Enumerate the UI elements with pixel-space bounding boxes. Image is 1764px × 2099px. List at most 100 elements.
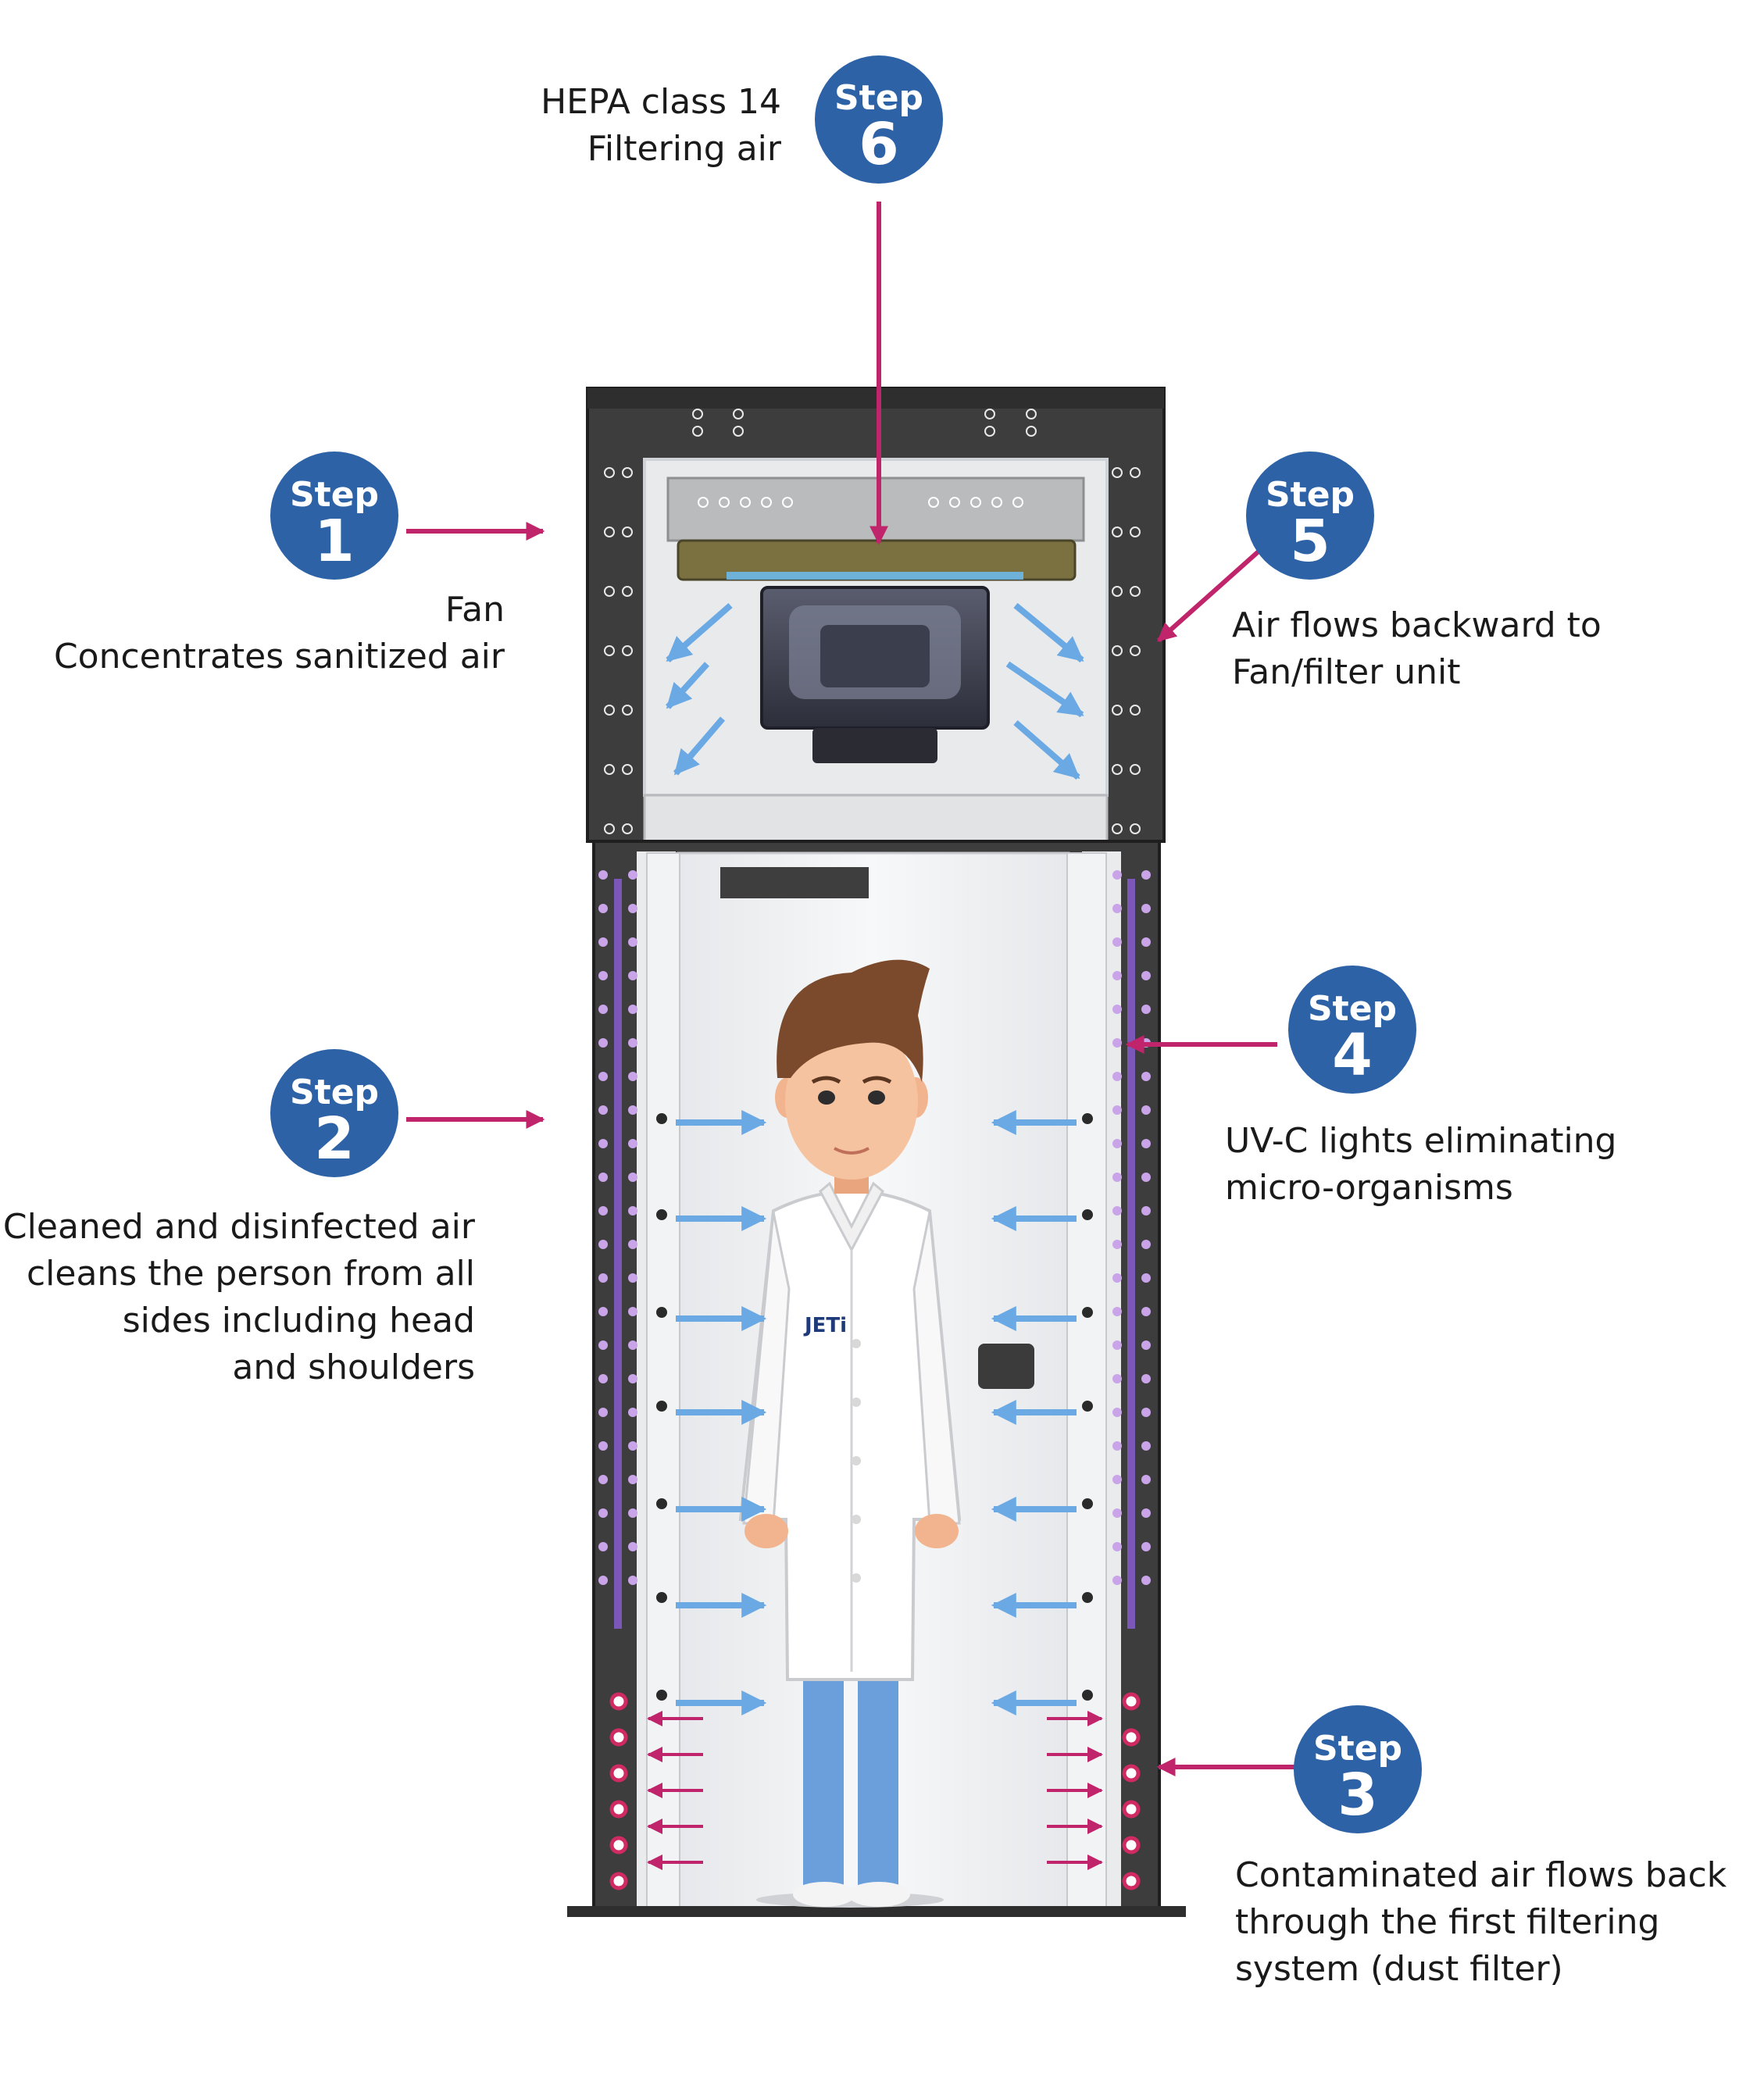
uv-dot	[1112, 1105, 1122, 1115]
rivet	[991, 497, 1002, 508]
uv-dot	[598, 1273, 608, 1283]
step-4-caption: UV-C lights eliminating micro-organisms	[1225, 1121, 1617, 1208]
uv-dot	[1112, 971, 1122, 980]
uv-dot	[1141, 1139, 1151, 1148]
air-flow-arrow	[666, 662, 709, 709]
vent-dot	[609, 1800, 628, 1819]
person-coat-button	[852, 1456, 861, 1465]
person-left-hand	[745, 1514, 788, 1548]
step-3-word: Step	[1313, 1729, 1402, 1769]
step-5-number: 5	[1290, 508, 1330, 575]
step-5-badge: Step 5	[1246, 452, 1374, 580]
caption-line: system (dust filter)	[1235, 1949, 1563, 1989]
rivet	[733, 409, 744, 419]
rivet	[622, 467, 633, 478]
person-right-leg	[858, 1676, 898, 1894]
hepa-filter-housing	[666, 477, 1085, 542]
rivet	[622, 705, 633, 716]
uv-dot	[598, 1576, 608, 1585]
vent-dot	[1122, 1764, 1141, 1783]
rivet	[1130, 586, 1141, 597]
step-1-caption: Fan Concentrates sanitized air	[54, 590, 505, 676]
vent-dot	[1122, 1872, 1141, 1890]
return-flow-arrows	[647, 1711, 1103, 1870]
step-6-word: Step	[834, 78, 923, 118]
uv-dot	[1141, 1475, 1151, 1484]
uv-dot	[598, 1475, 608, 1484]
rivet	[970, 497, 981, 508]
callout-arrows	[406, 202, 1297, 1776]
step-5-word: Step	[1266, 475, 1355, 515]
rivet	[1130, 705, 1141, 716]
uv-lamp-dots	[598, 870, 1151, 1585]
rivet	[622, 645, 633, 656]
uv-dot	[628, 937, 637, 947]
nozzle-bolts	[656, 1113, 1093, 1701]
step-2-badge: Step 2	[270, 1049, 398, 1177]
caption-line: and shoulders	[232, 1348, 475, 1387]
uv-dot	[598, 1340, 608, 1350]
uv-dot	[628, 1005, 637, 1014]
rivet	[1112, 586, 1123, 597]
uv-dot	[628, 1441, 637, 1451]
uv-dot	[1112, 1340, 1122, 1350]
rivet	[692, 426, 703, 437]
rivet	[604, 527, 615, 537]
rivet	[1130, 764, 1141, 775]
rivet	[1130, 527, 1141, 537]
uv-dot	[628, 1072, 637, 1081]
air-flow-arrow	[1005, 661, 1084, 718]
rivet	[698, 497, 709, 508]
nozzle-bolt	[656, 1498, 667, 1509]
uv-dot	[1141, 904, 1151, 913]
uv-lamp	[1127, 879, 1135, 1629]
person-mouth	[834, 1147, 870, 1155]
door-handle	[978, 1344, 1034, 1389]
rivet	[622, 823, 633, 834]
uv-dot	[628, 1508, 637, 1518]
uv-dot	[1112, 870, 1122, 880]
caption-line: Filtering air	[587, 129, 782, 169]
uv-dot	[1112, 1441, 1122, 1451]
rivet	[604, 586, 615, 597]
rivet	[1012, 497, 1023, 508]
uv-dot	[1112, 1206, 1122, 1215]
rivet	[740, 497, 751, 508]
step-1-number: 1	[314, 508, 355, 575]
uv-dot	[598, 1508, 608, 1518]
uv-dot	[1112, 1240, 1122, 1249]
uv-dot	[1141, 1240, 1151, 1249]
air-flow-arrow	[1013, 719, 1080, 780]
uv-dot	[1112, 1475, 1122, 1484]
nozzle-bolt	[1082, 1307, 1093, 1318]
uv-dot	[1141, 1576, 1151, 1585]
uv-dot	[1141, 1340, 1151, 1350]
uv-dot	[628, 904, 637, 913]
uv-dot	[628, 1038, 637, 1048]
uv-lamp	[614, 879, 622, 1629]
uv-dot	[1141, 1374, 1151, 1383]
step-4-number: 4	[1332, 1022, 1373, 1089]
rivet	[984, 409, 995, 419]
step-2-word: Step	[290, 1073, 379, 1112]
person-right-brow	[862, 1076, 892, 1084]
frame-rivets	[604, 409, 1141, 834]
caption-line: through the first filtering	[1235, 1902, 1659, 1942]
rivet	[604, 823, 615, 834]
uv-dot	[598, 1374, 608, 1383]
caption-line: Contaminated air flows back	[1235, 1855, 1727, 1895]
caption-line: Fan/filter unit	[1232, 652, 1461, 692]
step-6-number: 6	[859, 111, 899, 178]
uv-dot	[598, 1206, 608, 1215]
nozzle-bolt	[1082, 1209, 1093, 1220]
uv-dot	[1141, 1206, 1151, 1215]
rivet	[719, 497, 730, 508]
person-left-eye	[818, 1091, 835, 1105]
uv-dot	[1112, 1307, 1122, 1316]
nozzle-bolt	[1082, 1592, 1093, 1603]
person-lab-coat	[738, 1190, 962, 1681]
rivet	[782, 497, 793, 508]
uv-dot	[628, 1374, 637, 1383]
uv-dot	[628, 1408, 637, 1417]
